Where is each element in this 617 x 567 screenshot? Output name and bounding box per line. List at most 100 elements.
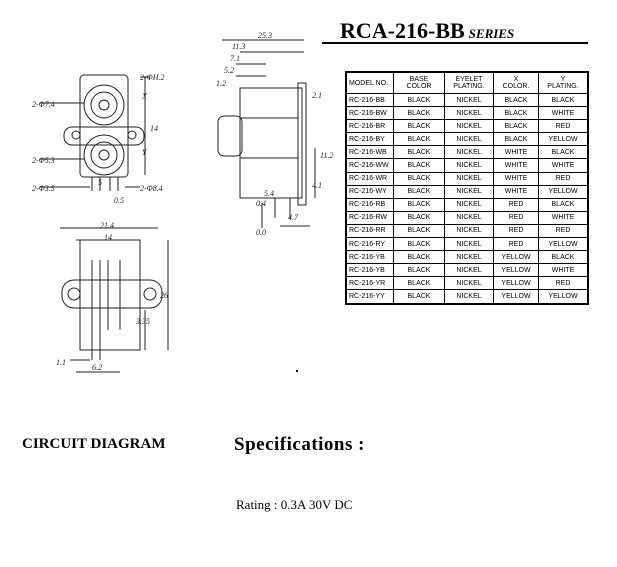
table-cell: YELLOW bbox=[493, 250, 539, 265]
table-cell: BLACK bbox=[393, 145, 445, 160]
table-cell: RC-216-BW bbox=[345, 106, 394, 121]
table-cell: BLACK bbox=[393, 289, 445, 304]
table-cell: RC-216-YB bbox=[345, 263, 394, 278]
specifications-heading: Specifications : bbox=[234, 434, 365, 455]
table-cell: BLACK bbox=[393, 223, 445, 239]
jack-top-mid bbox=[90, 91, 118, 119]
front-flange bbox=[63, 126, 145, 146]
label-d84: 2-Φ8.4 bbox=[140, 184, 163, 193]
table-header-cell: MODEL NO. bbox=[345, 71, 394, 94]
jack-bottom-outer bbox=[83, 134, 125, 176]
table-cell: BLACK bbox=[393, 171, 445, 186]
label-d74: 2-Φ7.4 bbox=[32, 100, 55, 109]
front-view-drawing: 2-ΦH.2 X 2-Φ7.4 14 2-Φ5.3 Y 2-Φ3.5 2-Φ8.… bbox=[32, 73, 165, 205]
label-d52: 5.2 bbox=[224, 66, 234, 75]
label-d113: 11.3 bbox=[232, 42, 245, 51]
table-cell: NICKEL bbox=[444, 237, 494, 252]
label-y: Y bbox=[142, 148, 148, 157]
table-cell: NICKEL bbox=[444, 250, 494, 265]
header-line: PLATING. bbox=[547, 83, 579, 90]
table-cell: YELLOW bbox=[538, 289, 589, 304]
stray-dot bbox=[296, 370, 298, 372]
table-cell: WHITE bbox=[493, 171, 539, 186]
table-cell: BLACK bbox=[393, 237, 445, 252]
table-cell: NICKEL bbox=[444, 171, 494, 186]
table-cell: NICKEL bbox=[444, 263, 494, 278]
jack-top-inner bbox=[98, 99, 110, 111]
side-jack-barrel bbox=[217, 115, 243, 157]
table-cell: RED bbox=[493, 210, 539, 225]
table-cell: RED bbox=[538, 276, 589, 291]
label-d21: 2.1 bbox=[312, 91, 322, 100]
table-cell: WHITE bbox=[538, 210, 589, 225]
table-cell: BLACK bbox=[393, 119, 445, 134]
table-cell: NICKEL bbox=[444, 197, 494, 212]
bottom-flange bbox=[61, 279, 163, 309]
table-cell: WHITE bbox=[538, 106, 589, 121]
table-cell: RED bbox=[538, 223, 589, 239]
header-line: PLATING. bbox=[453, 83, 485, 90]
table-cell: YELLOW bbox=[493, 263, 539, 278]
header-line: BASE bbox=[409, 76, 429, 83]
table-cell: YELLOW bbox=[538, 237, 589, 252]
table-cell: RC-216-RW bbox=[345, 210, 394, 225]
table-cell: RC-216-RR bbox=[345, 223, 394, 239]
table-cell: RC-216-WR bbox=[345, 171, 394, 186]
bottom-body-outline bbox=[79, 239, 141, 351]
table-cell: BLACK bbox=[538, 92, 589, 108]
table-cell: BLACK bbox=[393, 184, 445, 199]
label-dim05: 0.5 bbox=[114, 196, 124, 205]
label-d04: 0.4 bbox=[256, 199, 266, 208]
table-cell: NICKEL bbox=[444, 276, 494, 291]
table-cell: NICKEL bbox=[444, 145, 494, 160]
table-cell: NICKEL bbox=[444, 119, 494, 134]
table-cell: BLACK bbox=[393, 197, 445, 212]
label-d62: 6.2 bbox=[92, 363, 102, 372]
table-cell: RC-216-WW bbox=[345, 158, 394, 173]
label-d47: 4.7 bbox=[288, 213, 299, 222]
side-body-outline bbox=[239, 87, 303, 199]
bottom-hole-left bbox=[67, 287, 81, 301]
header-line: EYELET bbox=[455, 76, 483, 83]
table-cell: YELLOW bbox=[538, 132, 589, 147]
side-view-drawing: 25.3 11.3 7.1 5.2 1.2 2.1 11.2 5.4 4.1 0… bbox=[216, 31, 333, 237]
label-d35: 2-Φ3.5 bbox=[32, 184, 55, 193]
table-cell: BLACK bbox=[393, 210, 445, 225]
table-cell: YELLOW bbox=[493, 289, 539, 304]
jack-bottom-mid bbox=[90, 141, 118, 169]
table-cell: RC-216-YR bbox=[345, 276, 394, 291]
circuit-diagram-heading: CIRCUIT DIAGRAM bbox=[22, 436, 166, 452]
mount-hole-left bbox=[71, 130, 81, 140]
table-cell: BLACK bbox=[393, 276, 445, 291]
table-cell: BLACK bbox=[538, 197, 589, 212]
table-cell: BLACK bbox=[393, 132, 445, 147]
table-cell: NICKEL bbox=[444, 210, 494, 225]
table-cell: BLACK bbox=[393, 250, 445, 265]
table-cell: YELLOW bbox=[493, 276, 539, 291]
label-d71: 7.1 bbox=[230, 54, 240, 63]
mount-hole-right bbox=[127, 130, 137, 140]
table-cell: NICKEL bbox=[444, 106, 494, 121]
table-cell: RED bbox=[538, 171, 589, 186]
table-cell: NICKEL bbox=[444, 289, 494, 304]
table-cell: BLACK bbox=[393, 106, 445, 121]
label-d54: 5.4 bbox=[264, 189, 274, 198]
label-d53: 2-Φ5.3 bbox=[32, 156, 55, 165]
jack-bottom-inner bbox=[98, 149, 110, 161]
table-cell: RC-216-RY bbox=[345, 237, 394, 252]
